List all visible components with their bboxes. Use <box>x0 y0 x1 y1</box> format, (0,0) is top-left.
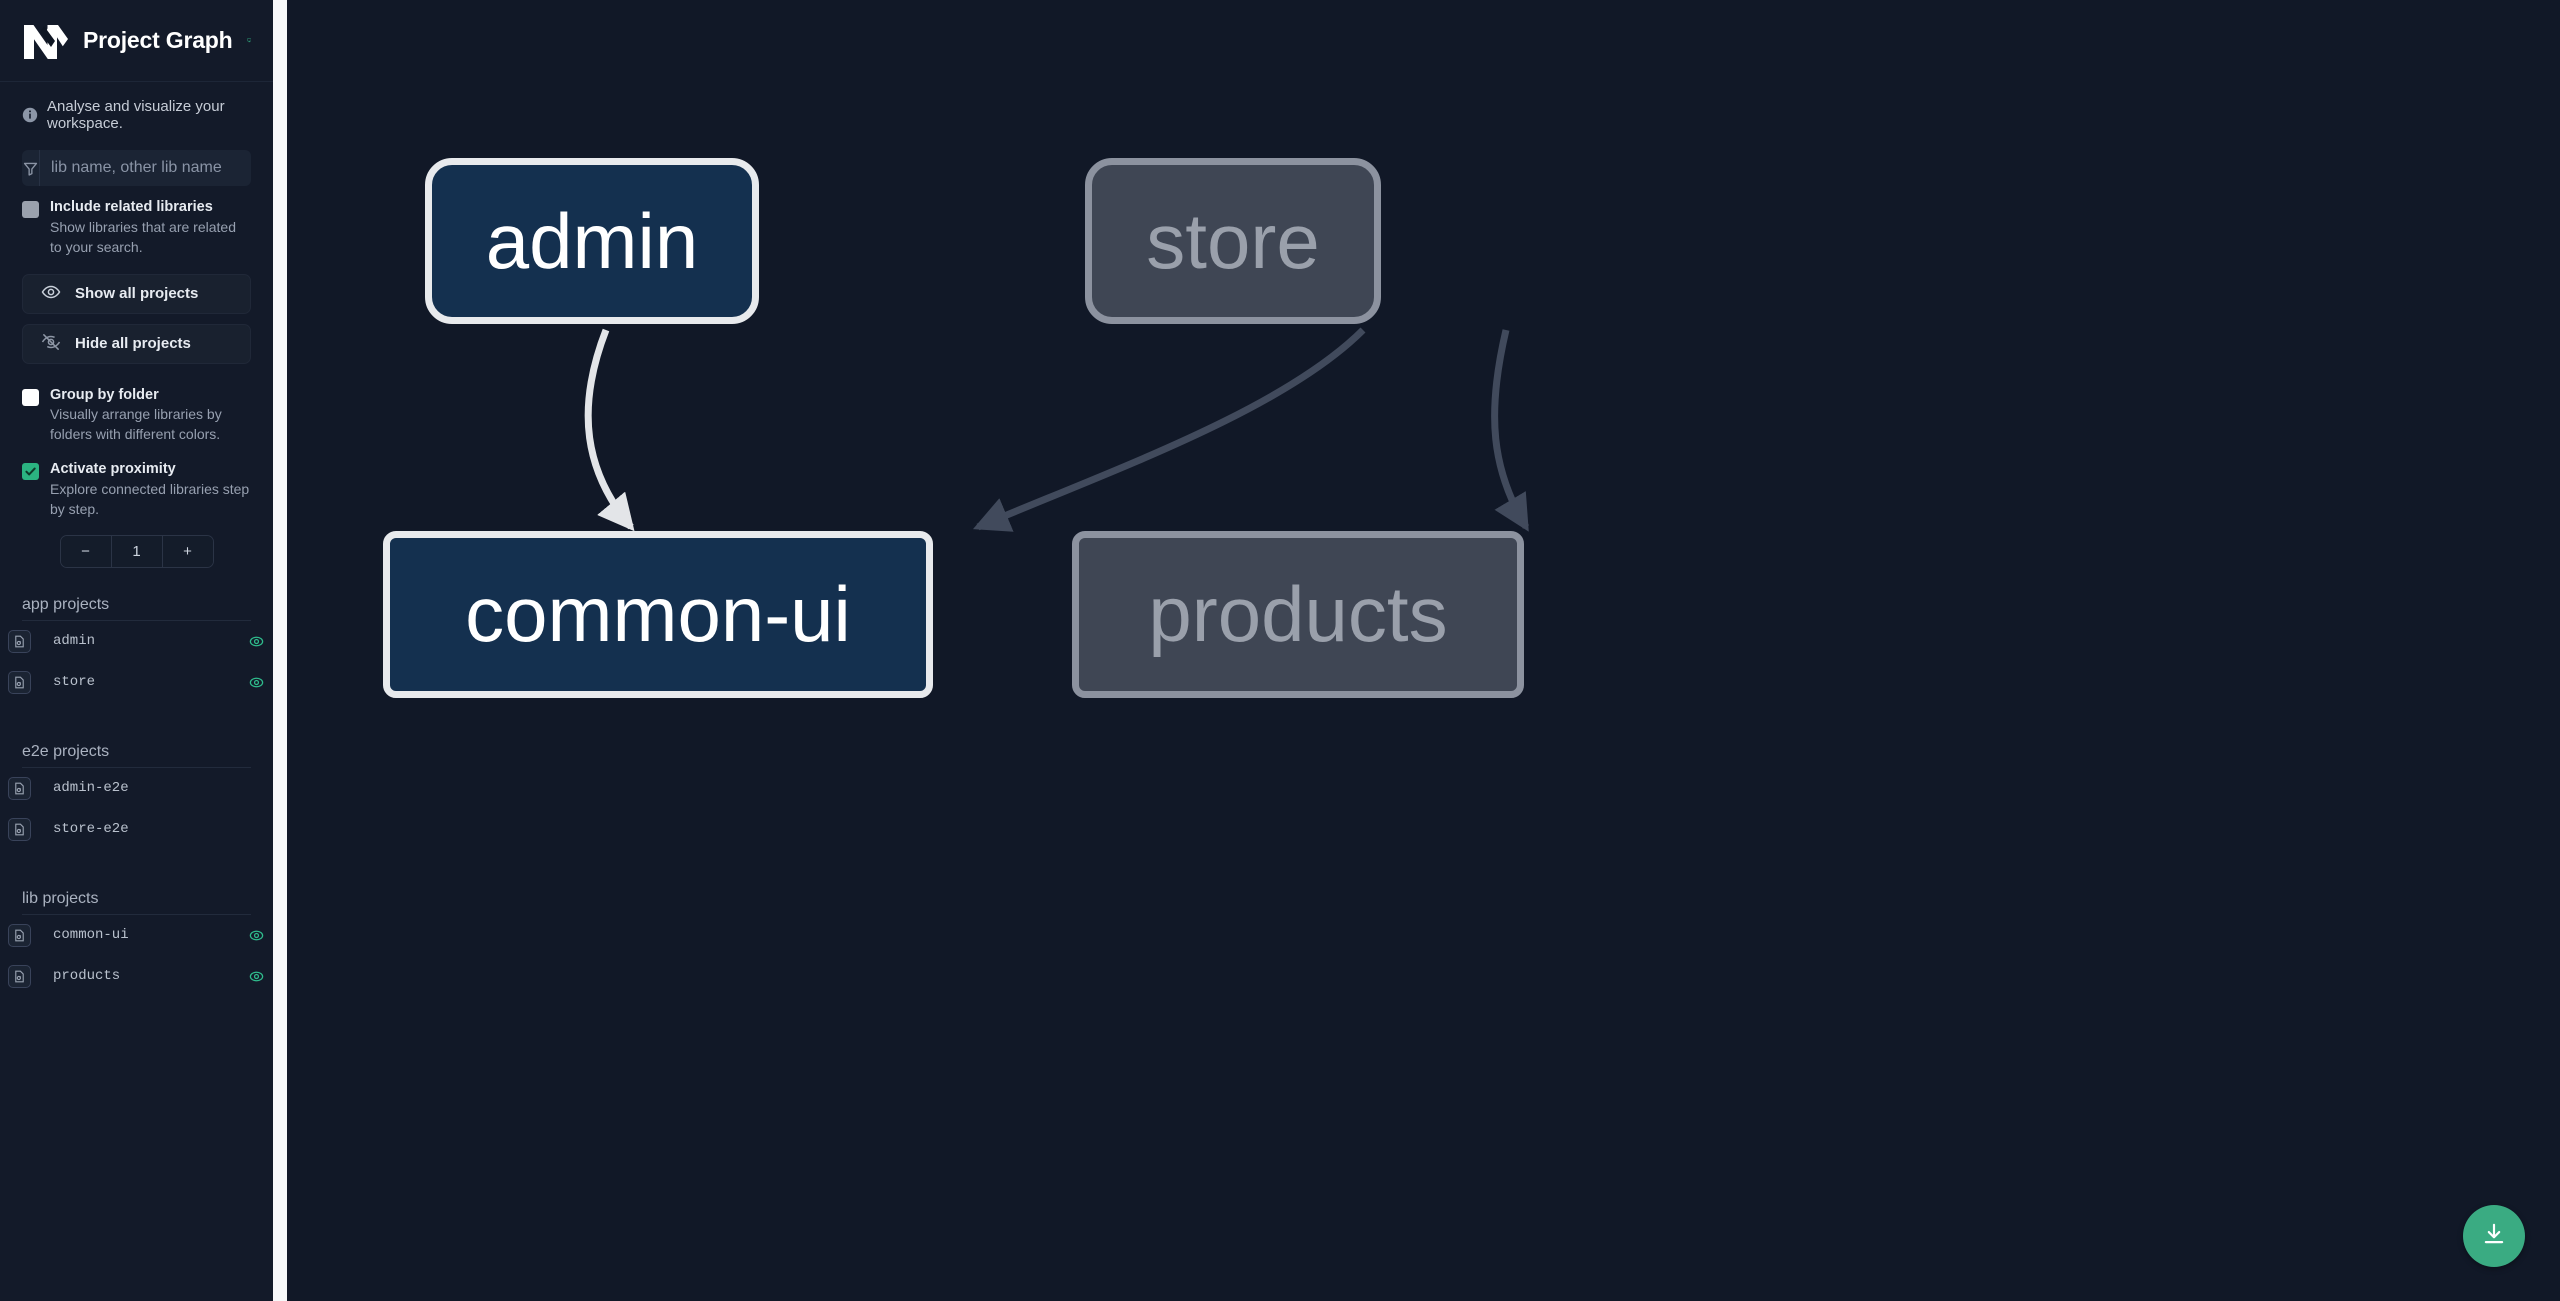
include-related-libraries-checkbox[interactable] <box>22 201 39 218</box>
eye-icon <box>41 282 61 306</box>
project-file-icon <box>8 964 31 988</box>
project-visibility-eye-icon[interactable] <box>248 674 265 691</box>
option-include-related-libraries[interactable]: Include related libraries Show libraries… <box>0 186 273 258</box>
project-file-icon <box>8 817 31 841</box>
visibility-buttons: Show all projects Hide all projects <box>0 258 273 364</box>
page-title: Project Graph <box>83 27 233 53</box>
proximity-increment-button[interactable]: + <box>162 535 213 567</box>
edge-admin-to-common-ui <box>584 328 635 532</box>
graph-node-label: admin <box>485 196 699 285</box>
show-all-projects-button[interactable]: Show all projects <box>22 273 251 314</box>
group-by-folder-checkbox[interactable] <box>22 388 39 406</box>
project-file-icon <box>8 776 31 800</box>
project-name: admin <box>53 633 96 650</box>
proximity-decrement-button[interactable]: − <box>60 535 111 567</box>
search-box[interactable] <box>22 150 251 186</box>
option-label: Activate proximity <box>50 461 176 478</box>
project-row-common-ui[interactable]: common-ui <box>8 915 264 956</box>
sidebar-resize-divider[interactable] <box>273 0 287 1301</box>
activate-proximity-checkbox[interactable] <box>22 463 39 481</box>
project-visibility-eye-icon[interactable] <box>248 633 265 650</box>
download-graph-button[interactable] <box>2463 1205 2525 1267</box>
hide-all-projects-button[interactable]: Hide all projects <box>22 323 251 364</box>
graph-node-products[interactable]: products <box>1072 531 1524 698</box>
tagline: Analyse and visualize your workspace. <box>0 82 273 144</box>
sidebar: Project Graph Analyse and visualize your… <box>0 0 273 1301</box>
graph-canvas[interactable]: admin store common-ui products <box>273 0 2560 1301</box>
project-row-store[interactable]: store <box>8 662 264 703</box>
info-circle-icon <box>22 107 38 123</box>
graph-node-label: products <box>1148 570 1448 658</box>
graph-node-store[interactable]: store <box>1085 158 1381 324</box>
option-label: Include related libraries <box>50 199 213 215</box>
project-name: products <box>53 968 121 985</box>
option-description: Show libraries that are related to your … <box>50 218 236 255</box>
graph-node-common-ui[interactable]: common-ui <box>383 531 933 698</box>
option-description: Explore connected libraries step by step… <box>50 481 250 517</box>
group-heading: lib projects <box>22 890 251 915</box>
graph-node-label: store <box>1146 196 1320 285</box>
project-name: store <box>53 674 96 691</box>
sidebar-header: Project Graph <box>0 0 273 82</box>
tagline-text: Analyse and visualize your workspace. <box>47 98 225 132</box>
download-icon <box>2481 1221 2507 1252</box>
group-heading: app projects <box>22 596 251 621</box>
project-row-products[interactable]: products <box>8 956 264 997</box>
project-group-app: app projects admin <box>0 596 273 703</box>
show-all-projects-label: Show all projects <box>75 285 199 303</box>
eye-off-icon <box>41 332 61 356</box>
option-label: Group by folder <box>50 386 159 403</box>
graph-node-admin[interactable]: admin <box>425 158 759 324</box>
proximity-value: 1 <box>110 535 163 567</box>
project-group-lib: lib projects common-ui <box>0 890 273 997</box>
project-name: common-ui <box>53 927 129 944</box>
graph-node-label: common-ui <box>465 570 851 658</box>
hide-all-projects-label: Hide all projects <box>75 335 191 353</box>
edge-store-to-products <box>1491 329 1530 532</box>
group-heading: e2e projects <box>22 743 251 768</box>
graph-edges-layer <box>584 327 1530 532</box>
project-file-icon <box>8 923 31 947</box>
project-row-store-e2e[interactable]: store-e2e <box>8 809 251 850</box>
option-description: Visually arrange libraries by folders wi… <box>50 406 222 443</box>
proximity-stepper-wrap: − 1 + <box>0 520 273 568</box>
project-file-icon <box>8 670 31 694</box>
monitor-icon[interactable] <box>246 30 252 52</box>
edge-store-to-common-ui <box>972 327 1366 532</box>
option-group-by-folder[interactable]: Group by folder Visually arrange librari… <box>0 364 273 446</box>
project-row-admin-e2e[interactable]: admin-e2e <box>8 768 251 809</box>
project-visibility-eye-icon[interactable] <box>248 968 265 985</box>
project-group-e2e: e2e projects admin-e2e <box>0 743 273 850</box>
project-name: admin-e2e <box>53 780 129 797</box>
filter-funnel-icon[interactable] <box>22 150 40 186</box>
search-row <box>0 144 273 186</box>
option-activate-proximity[interactable]: Activate proximity Explore connected lib… <box>0 445 273 520</box>
project-visibility-eye-icon[interactable] <box>248 927 265 944</box>
search-input[interactable] <box>40 150 251 186</box>
project-name: store-e2e <box>53 821 129 838</box>
project-file-icon <box>8 629 31 653</box>
nx-logo-icon <box>22 21 70 61</box>
project-row-admin[interactable]: admin <box>8 621 264 662</box>
proximity-stepper[interactable]: − 1 + <box>59 534 214 568</box>
